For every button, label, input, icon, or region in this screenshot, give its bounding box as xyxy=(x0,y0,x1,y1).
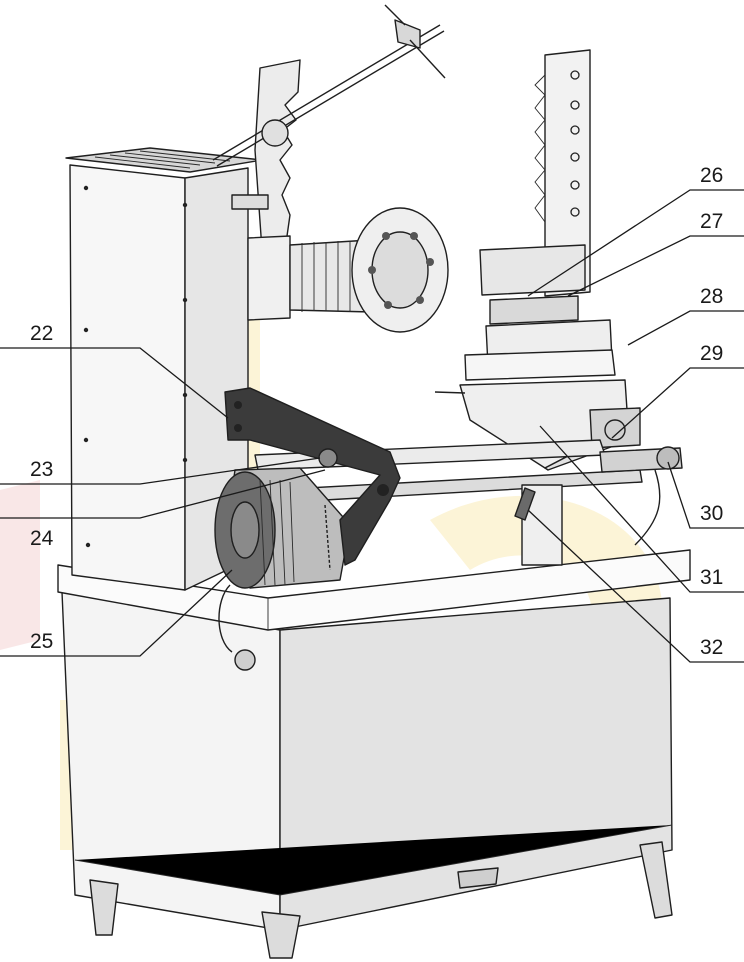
motor-assembly xyxy=(214,387,401,671)
tool-column xyxy=(434,49,641,471)
callout-32: 32 xyxy=(700,636,723,659)
callout-31: 31 xyxy=(700,566,723,589)
callout-29: 29 xyxy=(700,342,723,365)
leader-lines xyxy=(0,189,744,663)
callout-26: 26 xyxy=(700,164,723,187)
spindle-assembly xyxy=(247,207,449,333)
callout-27: 27 xyxy=(700,210,723,233)
callout-24: 24 xyxy=(30,527,54,550)
callout-22: 22 xyxy=(30,322,53,345)
callout-28: 28 xyxy=(700,285,723,308)
callout-labels: 22 23 24 25 26 27 28 29 30 31 32 xyxy=(30,164,723,659)
overhead-arm xyxy=(212,4,446,251)
callout-23: 23 xyxy=(30,458,53,481)
base-cabinet xyxy=(57,549,691,959)
callout-30: 30 xyxy=(700,502,723,525)
callout-25: 25 xyxy=(30,630,53,653)
watermark-red xyxy=(0,480,40,650)
